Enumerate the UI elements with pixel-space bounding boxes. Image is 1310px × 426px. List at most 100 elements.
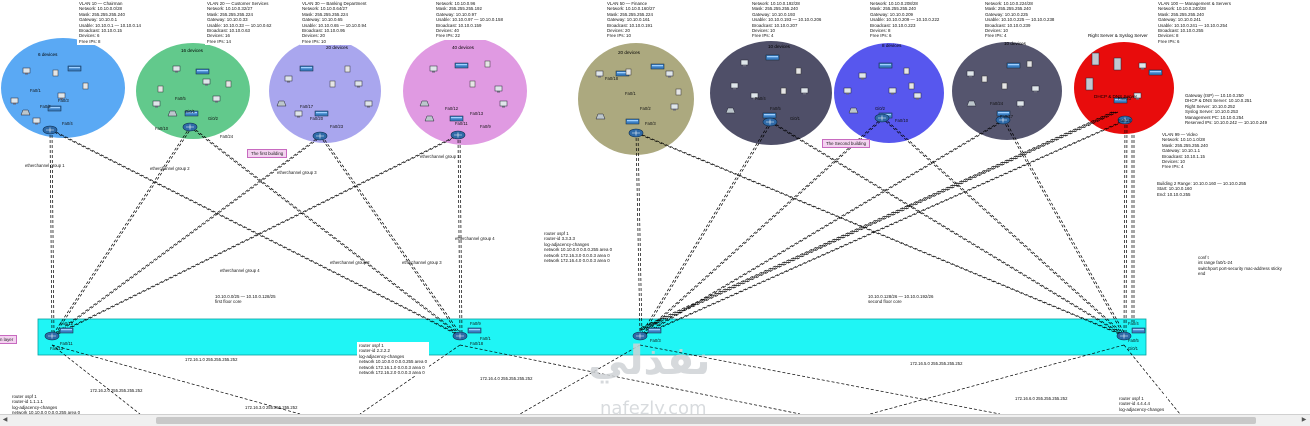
port-labels: Fa0/1Fa0/2Fa0/3Fa0/4Fa0/5Gi0/1Gi0/2Fa0/1…: [30, 76, 1139, 351]
pc-stand-icon: [1136, 98, 1139, 100]
scroll-right-icon[interactable]: ▶: [1301, 417, 1307, 423]
etherchannel-link: [191, 126, 463, 337]
scrollbar-thumb[interactable]: [156, 417, 1256, 424]
pc-icon: [595, 70, 604, 77]
etherchannel-label-8: etherchannel group 4: [220, 268, 260, 273]
scroll-left-icon[interactable]: ◀: [2, 417, 8, 423]
router-arrows-icon: [454, 132, 462, 138]
ip-phone-icon: [903, 67, 910, 75]
router-arrows-icon: [316, 133, 324, 139]
wan-link: [51, 344, 141, 415]
etherchannel-link: [771, 121, 1127, 337]
port-label: Fa0/5: [1128, 338, 1139, 343]
cluster-label-c6: 10 devices: [768, 44, 791, 49]
server-icon: [1113, 57, 1122, 71]
cluster-c4: [403, 37, 527, 145]
etherchannel-link: [641, 117, 885, 337]
router-arrows-icon: [636, 333, 644, 339]
pc-icon: [1031, 85, 1040, 92]
floor-label-first[interactable]: The first building: [247, 149, 288, 158]
horizontal-scrollbar[interactable]: ◀ ▶: [0, 414, 1310, 426]
etherchannel-link: [635, 132, 641, 337]
switch-ports-icon: [69, 67, 80, 69]
server-icon: [1085, 77, 1094, 91]
etherchannel-link: [883, 117, 1127, 337]
vlan-note-v80: Network: 10.10.0.224/28 Mask: 255.255.25…: [983, 0, 1057, 40]
pc-icon: [730, 82, 739, 89]
port-label: Fa0/12: [60, 321, 74, 326]
vlan-note-text: Network: 10.10.0.96 Mask: 255.255.255.19…: [436, 1, 503, 39]
etherchannel-link: [457, 134, 461, 337]
ip-phone-icon: [675, 88, 682, 96]
switch-ports-icon: [451, 117, 462, 119]
pc-stand-icon: [743, 65, 746, 67]
pc-icon: [202, 78, 211, 85]
wan-label-1: 172.16.1.0 255.255.255.252: [185, 357, 238, 362]
vlan-note-text: VLAN 50 — Finance Network: 10.10.0.160/2…: [607, 1, 655, 39]
port-label: Fa0/2: [40, 104, 51, 109]
etherchannel-label-2: etherchannel group 2: [150, 166, 190, 171]
port-security-text: conf t int range fa0/1-24 switchport por…: [1198, 255, 1282, 277]
floor-label-second[interactable]: The Second building: [822, 139, 871, 148]
switch-ports-icon: [469, 329, 480, 331]
etherchannel-label-7: etherchannel group 4: [455, 236, 495, 241]
ip-phone-icon: [795, 67, 802, 75]
switch-icon: [59, 327, 74, 334]
pc-icon: [913, 92, 922, 99]
floor-label-layer[interactable]: n layer: [0, 335, 18, 344]
etherchannel-label-5: etherchannel group 2: [330, 260, 370, 265]
switch-icon: [650, 63, 665, 70]
dashed-links: [49, 111, 1181, 415]
port-security-note: conf t int range fa0/1-24 switchport por…: [1196, 254, 1284, 278]
switch-ports-icon: [186, 112, 197, 114]
port-label: Fa0/9: [470, 321, 481, 326]
switch-icon: [299, 65, 314, 72]
etherchannel-link: [637, 132, 1127, 337]
pc-stand-icon: [803, 93, 806, 95]
vlan-note-v50: VLAN 50 — Finance Network: 10.10.0.160/2…: [605, 0, 657, 40]
etherchannel-link: [1002, 119, 1125, 337]
port-label: Fa0/23: [330, 124, 344, 129]
switch-ports-icon: [316, 112, 327, 114]
wan-label-5: 172.16.5.0 255.255.255.252: [910, 361, 963, 366]
vlan-note-text: Network: 10.10.0.208/28 Mask: 255.255.25…: [870, 1, 940, 39]
server-bundle-link: [639, 111, 1113, 329]
etherchannel-link: [1123, 119, 1126, 337]
laptop-icon: [848, 107, 859, 114]
etherchannel-link: [459, 134, 463, 337]
pc-stand-icon: [502, 106, 505, 108]
vlan-note-text: VLAN 20 — Customer Services Network: 10.…: [207, 1, 272, 44]
pc-icon: [843, 87, 852, 94]
router-arrows-icon: [999, 117, 1007, 123]
laptop-icon: [595, 113, 606, 120]
etherchannel-link: [639, 119, 1126, 337]
pc-icon: [494, 85, 503, 92]
wan-label-3: 172.16.3.0 255.255.255.252: [245, 405, 298, 410]
pc-icon: [284, 75, 293, 82]
pc-stand-icon: [35, 123, 38, 125]
wan-link: [869, 344, 1125, 415]
port-label: Fa0/17: [300, 104, 314, 109]
etherchannel-link: [1004, 119, 1127, 337]
cluster-label-c8: 10 devices: [1004, 41, 1027, 46]
switch-icon: [314, 110, 329, 117]
etherchannel-label-6: etherchannel group 3: [402, 260, 442, 265]
pc-stand-icon: [598, 76, 601, 78]
pc-icon: [294, 110, 303, 117]
port-label: Fa0/10: [155, 126, 169, 131]
pc-stand-icon: [297, 116, 300, 118]
port-label: Gi0/1: [185, 109, 196, 114]
switch-ports-icon: [61, 329, 72, 331]
ip-phone-icon: [82, 82, 89, 90]
wan-label-4: 172.16.4.0 255.255.255.252: [480, 376, 533, 381]
port-label: Fa0/18: [470, 341, 484, 346]
port-label: Fa0/24: [220, 134, 234, 139]
switch-ports-icon: [49, 107, 60, 109]
etherchannel-link: [641, 119, 1006, 337]
pc-icon: [1138, 62, 1147, 69]
port-label: Gi0/1: [790, 116, 801, 121]
wan-label-2: 172.16.2.0 255.255.255.252: [90, 388, 143, 393]
cluster-c6: [710, 41, 832, 145]
switch-ports-icon: [652, 65, 663, 67]
